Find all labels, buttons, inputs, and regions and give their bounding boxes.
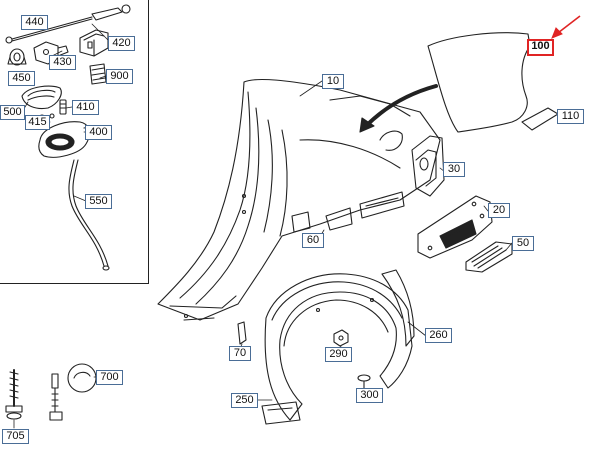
callout-100[interactable]: 100 bbox=[527, 39, 554, 56]
release-cable-part-440 bbox=[5, 4, 131, 44]
assembly-arrow bbox=[359, 84, 438, 133]
stud-bolt-part-705 bbox=[5, 369, 23, 420]
drain-hose-part-550 bbox=[68, 159, 110, 271]
callout-70[interactable]: 70 bbox=[229, 346, 251, 361]
callout-290[interactable]: 290 bbox=[325, 347, 352, 362]
callout-20[interactable]: 20 bbox=[488, 203, 510, 218]
callout-700[interactable]: 700 bbox=[96, 370, 123, 385]
callout-400[interactable]: 400 bbox=[85, 125, 112, 140]
callout-430[interactable]: 430 bbox=[49, 55, 76, 70]
pad-part-110 bbox=[521, 107, 559, 131]
side-panel-part-10 bbox=[157, 79, 441, 321]
filler-pocket-part-30 bbox=[379, 130, 445, 197]
callout-10[interactable]: 10 bbox=[322, 74, 344, 89]
spring-part-900 bbox=[89, 63, 107, 85]
callout-410[interactable]: 410 bbox=[72, 100, 99, 115]
fuel-filler-inset-frame bbox=[0, 0, 149, 284]
vent-grille-part-50 bbox=[465, 241, 513, 273]
clip-nut-part-700 bbox=[49, 363, 97, 421]
callout-250[interactable]: 250 bbox=[231, 393, 258, 408]
callout-450[interactable]: 450 bbox=[8, 71, 35, 86]
nut-part-290 bbox=[333, 329, 349, 347]
callout-420[interactable]: 420 bbox=[108, 36, 135, 51]
filler-housing-part-400 bbox=[38, 121, 97, 158]
callout-260[interactable]: 260 bbox=[425, 328, 452, 343]
callout-60[interactable]: 60 bbox=[302, 233, 324, 248]
fastener-part-410 bbox=[59, 99, 67, 115]
callout-550[interactable]: 550 bbox=[85, 194, 112, 209]
splash-shield-part-260 bbox=[381, 269, 415, 347]
reinforcement-part-20 bbox=[417, 195, 493, 259]
callout-110[interactable]: 110 bbox=[557, 109, 584, 124]
callout-415[interactable]: 415 bbox=[25, 115, 50, 130]
highlight-arrow bbox=[551, 15, 581, 39]
callout-50[interactable]: 50 bbox=[512, 236, 534, 251]
callout-900[interactable]: 900 bbox=[106, 69, 133, 84]
callout-440[interactable]: 440 bbox=[21, 15, 48, 30]
seal-part-70 bbox=[237, 321, 247, 345]
callout-500[interactable]: 500 bbox=[0, 105, 25, 120]
wheel-arch-liner-part-250 bbox=[261, 273, 413, 425]
fuel-door-part-100 bbox=[427, 32, 531, 133]
callout-30[interactable]: 30 bbox=[443, 162, 465, 177]
grommet-part-450 bbox=[7, 48, 27, 66]
callout-300[interactable]: 300 bbox=[356, 388, 383, 403]
filler-flap-part-500 bbox=[21, 85, 62, 110]
callout-705[interactable]: 705 bbox=[2, 429, 29, 444]
